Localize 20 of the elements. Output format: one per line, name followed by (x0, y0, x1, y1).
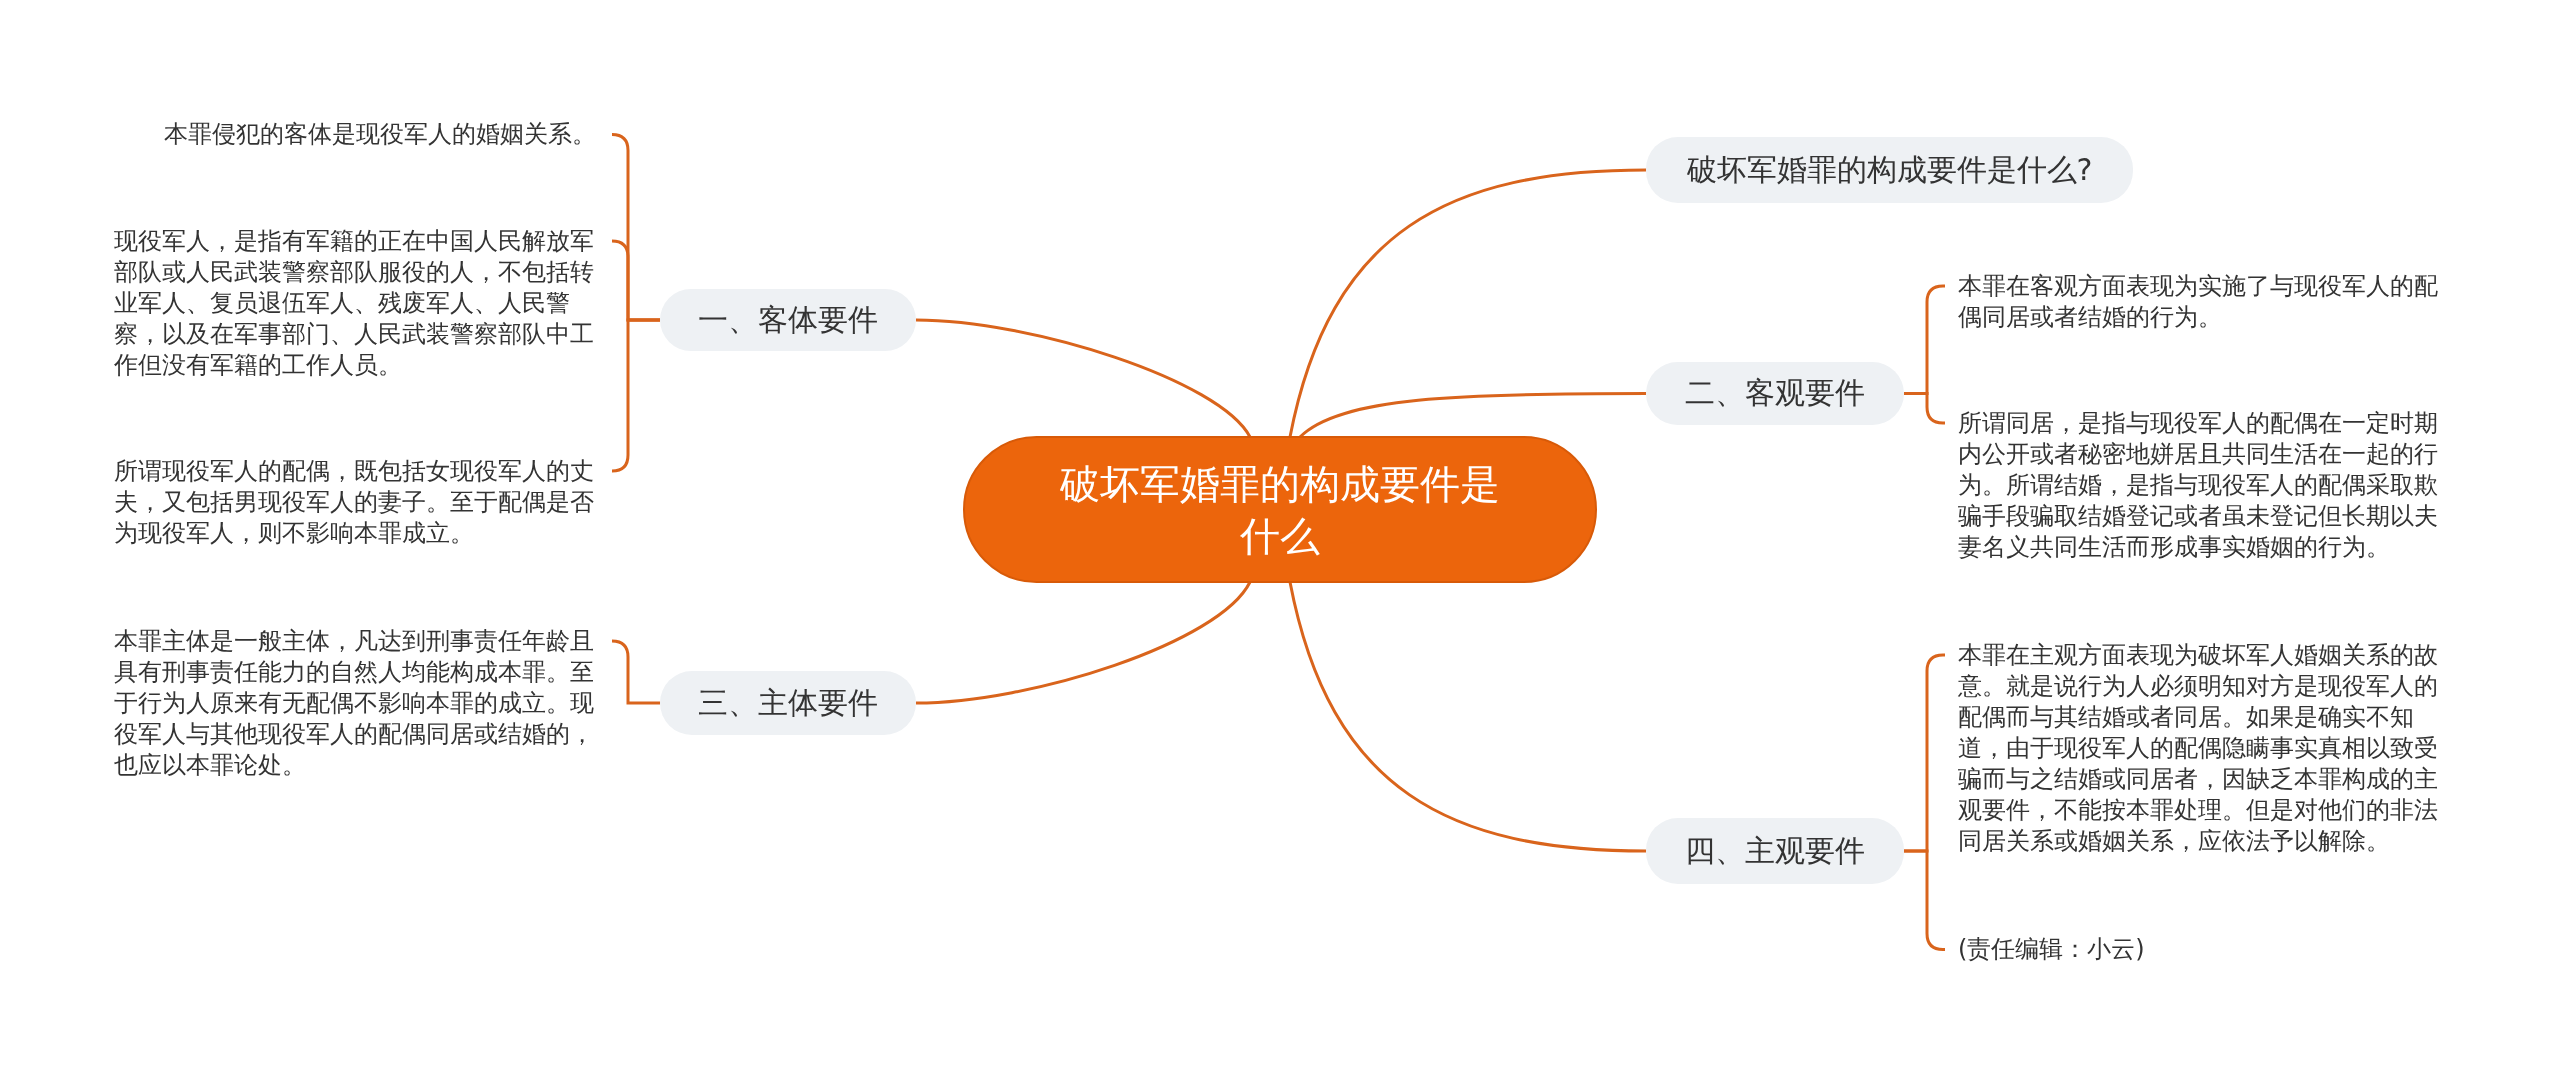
topic-box: 一、客体要件 (660, 289, 916, 351)
connector-line (915, 581, 1252, 705)
connector-line (1288, 581, 1647, 853)
central-topic: 破坏军婚罪的构成要件是什么 (963, 436, 1597, 583)
connector-line (1288, 168, 1647, 438)
note-text: 现役军人，是指有军籍的正在中国人民解放军部队或人民武装警察部队服役的人，不包括转业军人、复员退伍军人、残废军人、人民警察，以及在军事部门、人民武装警察部队中工作但没有军籍的工作人员。 (114, 226, 604, 381)
note-text: 所谓现役军人的配偶，既包括女现役军人的丈夫，又包括男现役军人的妻子。至于配偶是否为现役军人，则不影响本罪成立。 (114, 456, 604, 549)
note-text: 本罪在主观方面表现为破坏军人婚姻关系的故意。就是说行为人必须明知对方是现役军人的配偶而与其结婚或者同居。如果是确实不知道，由于现役军人的配偶隐瞒事实真相以致受骗而与之结婚或同居者，因缺乏本罪构成的主观要件，不能按本罪处理。但是对他们的非法同居关系或婚姻关系，应依法予以解除。 (1958, 640, 2448, 857)
note-text: 本罪主体是一般主体，凡达到刑事责任年龄且具有刑事责任能力的自然人均能构成本罪。至于行为人原来有无配偶不影响本罪的成立。现役军人与其他现役军人的配偶同居或结婚的，也应以本罪论处。 (114, 626, 604, 781)
note-text: 所谓同居，是指与现役军人的配偶在一定时期内公开或者秘密地姘居且共同生活在一起的行为。所谓结婚，是指与现役军人的配偶采取欺骗手段骗取结婚登记或者虽未登记但长期以夫妻名义共同生活而形成事实婚姻的行为。 (1958, 408, 2448, 563)
topic-box: 四、主观要件 (1646, 818, 1904, 884)
topic-box: 破坏军婚罪的构成要件是什么? (1646, 137, 2133, 203)
connector-line (1299, 392, 1646, 439)
topic-box: 三、主体要件 (660, 671, 916, 735)
note-text: 本罪侵犯的客体是现役军人的婚姻关系。 (114, 119, 604, 150)
connector-line (1904, 392, 1946, 425)
note-text: (责任编辑：小云) (1958, 934, 2448, 965)
connector-line (915, 318, 1252, 438)
topic-box: 二、客观要件 (1646, 362, 1904, 425)
note-text: 本罪在客观方面表现为实施了与现役军人的配偶同居或者结婚的行为。 (1958, 271, 2448, 333)
